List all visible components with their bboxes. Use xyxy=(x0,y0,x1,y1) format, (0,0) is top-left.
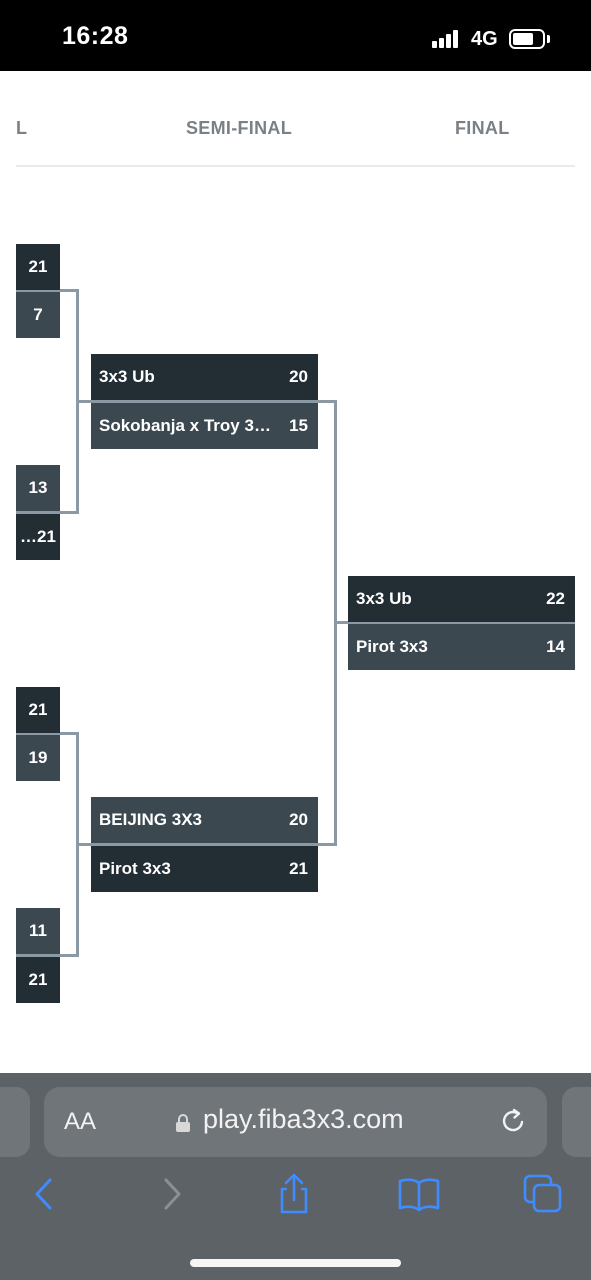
team-name: 3x3 Ub xyxy=(99,367,155,386)
team-name: 3x3 Ub xyxy=(356,589,412,608)
round-header-left-partial: L xyxy=(16,118,28,138)
team-score: 20 xyxy=(289,810,308,829)
round-header-semi-final: SEMI-FINAL xyxy=(186,118,292,138)
qf-score-3b[interactable]: 19 xyxy=(16,735,60,781)
final-team2-row[interactable]: Pirot 3x3 14 xyxy=(348,624,575,670)
team-name: BEIJING 3X3 xyxy=(99,810,202,829)
team-score: 22 xyxy=(546,589,565,608)
back-icon[interactable] xyxy=(22,1172,66,1216)
status-time: 16:28 xyxy=(62,22,129,50)
text-size-button[interactable]: AA xyxy=(64,1108,97,1135)
battery-tip xyxy=(547,35,550,43)
battery-icon xyxy=(509,29,545,49)
network-label: 4G xyxy=(471,28,498,50)
team-score: 14 xyxy=(546,637,565,656)
final-team1-row[interactable]: 3x3 Ub 22 xyxy=(348,576,575,622)
qf-score-4b[interactable]: 21 xyxy=(16,957,60,1003)
semi1-team2-row[interactable]: Sokobanja x Troy 3… 15 xyxy=(91,403,318,449)
bracket-connector xyxy=(91,843,337,846)
reload-icon[interactable] xyxy=(497,1105,529,1137)
bracket-connector xyxy=(348,621,575,624)
url-text[interactable]: play.fiba3x3.com xyxy=(203,1104,404,1134)
home-indicator xyxy=(190,1259,401,1267)
semi2-team2-row[interactable]: Pirot 3x3 21 xyxy=(91,846,318,892)
qf-score-3a[interactable]: 21 xyxy=(16,687,60,733)
forward-icon[interactable] xyxy=(150,1172,194,1216)
bracket-connector xyxy=(16,732,79,735)
qf-score-2a[interactable]: 13 xyxy=(16,465,60,511)
lock-icon xyxy=(176,1114,190,1132)
bracket-connector xyxy=(16,954,79,957)
team-score: 20 xyxy=(289,367,308,386)
bracket-connector xyxy=(334,621,349,624)
status-bar: 16:28 4G xyxy=(0,0,591,71)
team-score: 15 xyxy=(289,416,308,435)
bracket-connector xyxy=(76,400,91,403)
signal-icon xyxy=(432,30,464,48)
semi1-team1-row[interactable]: 3x3 Ub 20 xyxy=(91,354,318,400)
round-header-final: FINAL xyxy=(455,118,510,138)
bookmarks-icon[interactable] xyxy=(397,1172,441,1216)
semi2-team1-row[interactable]: BEIJING 3X3 20 xyxy=(91,797,318,843)
qf-score-2b[interactable]: …21 xyxy=(16,514,60,560)
qf-score-1b[interactable]: 7 xyxy=(16,292,60,338)
team-score: 21 xyxy=(289,859,308,878)
team-name: Pirot 3x3 xyxy=(356,637,428,656)
previous-tab-preview[interactable] xyxy=(0,1087,30,1157)
team-name: Pirot 3x3 xyxy=(99,859,171,878)
qf-score-4a[interactable]: 11 xyxy=(16,908,60,954)
bracket-connector xyxy=(91,400,337,403)
qf-score-1a[interactable]: 21 xyxy=(16,244,60,290)
team-name: Sokobanja x Troy 3… xyxy=(99,416,271,435)
share-icon[interactable] xyxy=(272,1172,316,1216)
next-tab-preview[interactable] xyxy=(562,1087,591,1157)
address-bar[interactable] xyxy=(44,1087,547,1157)
bracket-connector xyxy=(16,289,79,292)
tabs-icon[interactable] xyxy=(521,1172,565,1216)
bracket-connector xyxy=(76,843,91,846)
header-divider xyxy=(16,165,575,167)
bracket-connector xyxy=(16,511,79,514)
